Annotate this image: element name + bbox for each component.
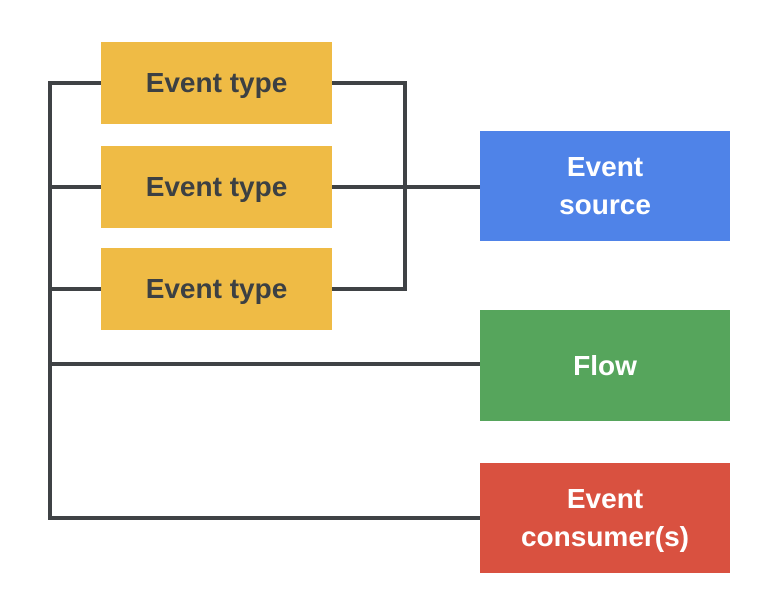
event-source-label: Event source — [559, 151, 651, 220]
event-type-1-label: Event type — [145, 67, 288, 98]
connector-event-type-3-right — [332, 287, 407, 291]
event-type-box-1: Event type — [101, 42, 332, 124]
event-type-3-label: Event type — [145, 273, 288, 304]
event-type-box-2: Event type — [101, 146, 332, 228]
connector-event-type-2-left — [48, 185, 103, 189]
connector-left-vertical-rail — [48, 81, 52, 520]
event-consumers-box: Event consumer(s) — [480, 463, 730, 573]
connector-to-event-consumers — [48, 516, 480, 520]
connector-to-flow — [48, 362, 480, 366]
connector-event-type-1-right — [332, 81, 407, 85]
event-type-box-3: Event type — [101, 248, 332, 330]
connector-event-type-2-to-event-source — [332, 185, 480, 189]
flow-label: Flow — [573, 349, 637, 381]
event-type-2-label: Event type — [145, 171, 288, 202]
event-consumers-label: Event consumer(s) — [520, 483, 690, 552]
flow-box: Flow — [480, 310, 730, 421]
connector-event-type-1-left — [48, 81, 103, 85]
event-source-box: Event source — [480, 131, 730, 241]
connector-event-type-3-left — [48, 287, 103, 291]
